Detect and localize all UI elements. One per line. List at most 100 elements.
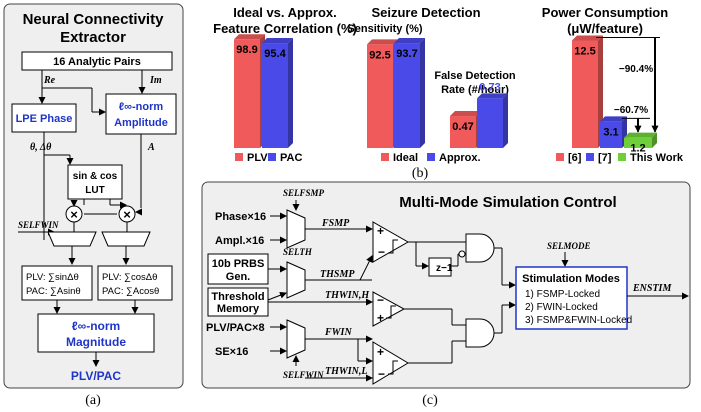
- magnitude-line2: Magnitude: [66, 335, 126, 349]
- im-label: Im: [149, 75, 162, 86]
- cmp3-plus: +: [377, 345, 384, 359]
- cmp1-hysteresis-icon: [388, 239, 398, 254]
- sel-fsmp-label: SELFSMP: [283, 188, 325, 198]
- caption-a: (a): [85, 393, 101, 408]
- sincos-lut-box: [67, 164, 123, 200]
- lut-line2: LUT: [85, 185, 104, 196]
- legend-ref6: [6]: [568, 152, 582, 164]
- cmp2-plus: +: [377, 311, 384, 325]
- re-label: Re: [43, 75, 56, 86]
- fsmp-signal: FSMP: [321, 218, 350, 229]
- sin-accumulator-box: [21, 265, 93, 301]
- magnitude-box: [37, 313, 155, 353]
- mode-3: 3) FSMP&FWIN-Locked: [525, 315, 632, 326]
- lpe-phase-box: [11, 103, 77, 133]
- delay-z-box: [428, 257, 452, 277]
- bar-fdr-approx-label: 0.73: [479, 81, 500, 93]
- plv-sin-label: PLV: ∑sinΔθ: [26, 272, 79, 283]
- panel-a-title-2: Extractor: [60, 29, 126, 46]
- chart-feature-correlation: Ideal vs. Approx. Feature Correlation (%…: [213, 5, 357, 164]
- comparator-smp: [372, 221, 410, 263]
- legend-ideal-swatch: [381, 153, 389, 161]
- sel-fwin-label-a: SELFWIN: [18, 220, 59, 230]
- legend-pac: PAC: [280, 152, 302, 164]
- caption-b: (b): [412, 166, 429, 181]
- amplitude-label: Amplitude: [114, 117, 168, 129]
- bar-power-0: 12.5: [572, 35, 603, 148]
- legend-this-work-swatch: [618, 153, 626, 161]
- fdr-label-2: Rate (#/hour): [441, 84, 509, 96]
- pac-sin-label: PAC: ∑Asinθ: [26, 286, 81, 297]
- caption-c: (c): [422, 393, 438, 408]
- se-input: SE×16: [215, 346, 248, 358]
- fwin-signal: FWIN: [324, 327, 352, 338]
- bar-power-1: 3.1: [600, 116, 627, 148]
- phase-input: Phase×16: [215, 211, 266, 223]
- threshold-memory-box: [207, 287, 269, 317]
- stimulation-modes-box: [515, 266, 628, 330]
- bar-pac-value: 95.4: [264, 48, 286, 60]
- cmp1-minus: −: [378, 245, 385, 259]
- chart-power-consumption: Power Consumption (μW/feature) 12.5 3.1 1.…: [542, 5, 684, 164]
- thsmp-signal: THSMP: [320, 269, 355, 280]
- panel-c-title: Multi-Mode Simulation Control: [399, 194, 616, 211]
- prbs-line2: Gen.: [226, 271, 250, 283]
- theta-label: θ, Δθ: [30, 142, 52, 153]
- legend-this-work: This Work: [630, 152, 684, 164]
- cmp2-hysteresis-icon: [386, 305, 396, 319]
- cmp1-plus: +: [377, 224, 384, 238]
- thwinh-signal: THWIN,H: [325, 290, 370, 301]
- legend-approx: Approx.: [439, 152, 481, 164]
- prbs-line1: 10b PRBS: [212, 258, 265, 270]
- legend-pac-swatch: [268, 153, 276, 161]
- magnitude-line1: ℓ∞-norm: [72, 319, 120, 333]
- analytic-pairs-box: [21, 51, 173, 71]
- bar-sensitivity-ideal: 92.5: [367, 39, 398, 148]
- bar-power-2: 1.2: [624, 132, 657, 155]
- mux-th: [286, 261, 306, 299]
- mux-left: [47, 231, 97, 247]
- reduction-90-label: −90.4%: [619, 64, 653, 75]
- bar-sensitivity-ideal-value: 92.5: [369, 49, 390, 61]
- mode-1: 1) FSMP-Locked: [525, 289, 600, 300]
- legend-ref7-swatch: [586, 153, 594, 161]
- inverter-bubble: [458, 250, 466, 258]
- z-inverse: z−1: [436, 263, 453, 274]
- panel-c: Multi-Mode Simulation Control Phase×16 A…: [201, 181, 691, 389]
- legend-ref7: [7]: [598, 152, 612, 164]
- bar-sensitivity-approx-value: 93.7: [396, 48, 417, 60]
- sel-fwin-label-c: SELFWIN: [283, 370, 324, 380]
- mux-fsmp: [286, 209, 306, 249]
- bar-fdr-ideal-label: 0.47: [452, 121, 473, 133]
- panel-c-background: [201, 181, 691, 389]
- modes-title: Stimulation Modes: [522, 273, 620, 285]
- bar-sensitivity-approx: 93.7: [394, 38, 425, 148]
- analytic-pairs-label: 16 Analytic Pairs: [53, 56, 141, 68]
- output-label: PLV/PAC: [71, 369, 122, 383]
- bar-plv-value: 98.9: [236, 44, 257, 56]
- cos-accumulator-box: [97, 265, 173, 301]
- legend-plv: PLV: [247, 152, 268, 164]
- inf-norm-label: ℓ∞-norm: [119, 101, 164, 113]
- chart3-title-1: Power Consumption: [542, 5, 668, 20]
- plvpac-input: PLV/PAC×8: [206, 322, 265, 334]
- mux-fwin: [286, 319, 306, 359]
- legend-ideal: Ideal: [393, 152, 418, 164]
- cmp2-minus: −: [377, 293, 384, 307]
- threshold-line1: Threshold: [211, 291, 264, 303]
- bar-power-0-value: 12.5: [574, 46, 595, 58]
- chart1-title-2: Feature Correlation (%): [213, 21, 357, 36]
- reduction-60-label: −60.7%: [614, 105, 648, 116]
- a-label: A: [147, 142, 155, 153]
- legend-ref6-swatch: [556, 153, 564, 161]
- en-stim-label: ENSTIM: [632, 283, 672, 294]
- pac-cos-label: PAC: ∑Acosθ: [102, 286, 159, 297]
- inf-norm-amplitude-box: [105, 93, 177, 135]
- cmp3-minus: −: [378, 367, 385, 381]
- sel-mode-label: SELMODE: [547, 241, 591, 251]
- chart-seizure-detection: Seizure Detection Sensitivity (%) False …: [347, 5, 516, 164]
- chart3-title-2: (μW/feature): [567, 21, 643, 36]
- and-gate-smp: [465, 233, 495, 263]
- bar-power-1-value: 3.1: [603, 126, 618, 138]
- and-gate-win: [465, 318, 495, 348]
